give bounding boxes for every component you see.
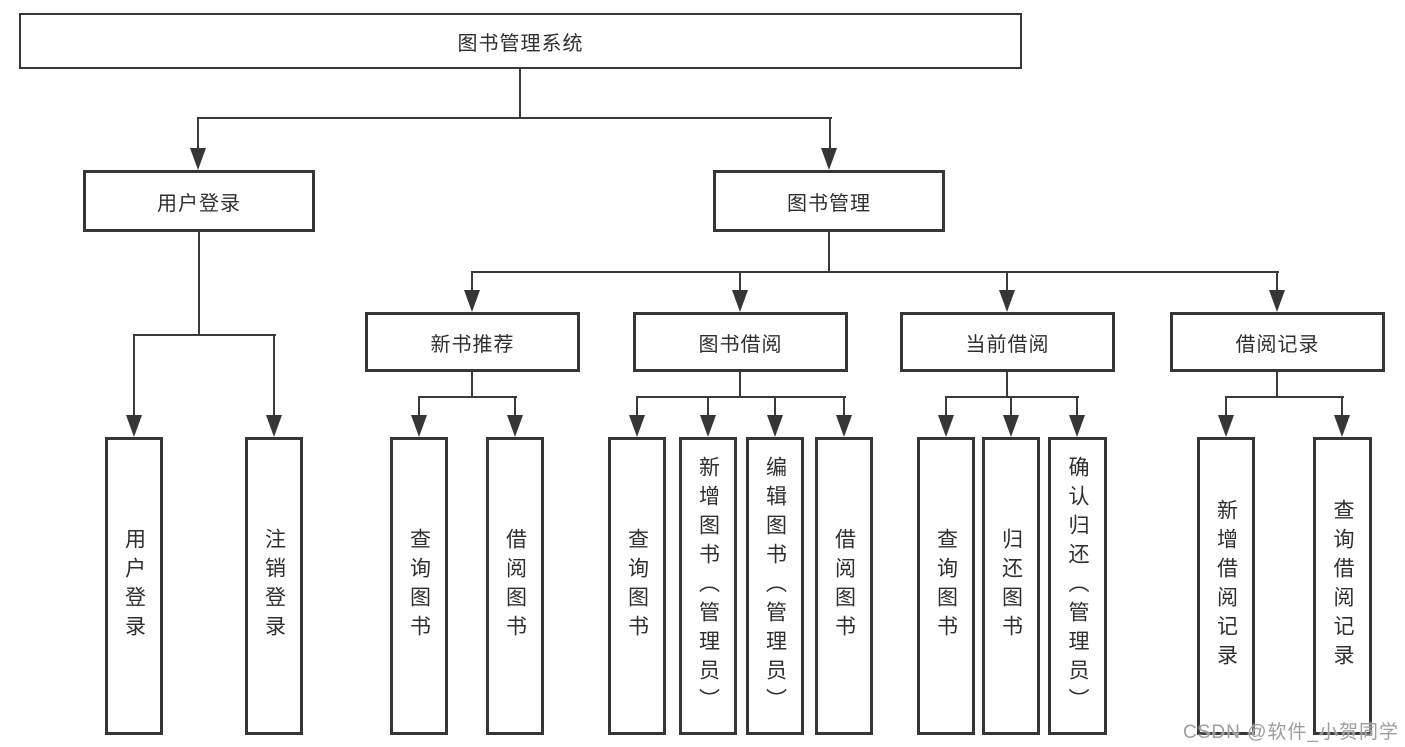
node-user-login: 用户登录 <box>83 170 315 232</box>
node-current-borrow-label: 当前借阅 <box>965 333 1050 356</box>
connector-line <box>739 372 741 398</box>
connector-line <box>707 396 709 417</box>
arrow-down-icon <box>126 415 142 437</box>
node-leaf-bb-add-books-admin: 新增图书（管理员） <box>679 437 737 735</box>
arrow-down-icon <box>1069 415 1085 437</box>
arrow-down-icon <box>700 415 716 437</box>
connector-line <box>774 396 776 417</box>
connector-line <box>198 232 200 336</box>
node-root-label: 图书管理系统 <box>457 32 584 55</box>
node-borrow-records-label: 借阅记录 <box>1235 333 1320 356</box>
arrow-down-icon <box>767 415 783 437</box>
connector-line <box>828 232 830 273</box>
connector-line <box>1225 396 1227 417</box>
connector-line <box>945 396 947 417</box>
connector-line <box>1276 372 1278 398</box>
node-leaf-logout-label: 注销登录 <box>262 528 286 644</box>
arrow-down-icon <box>938 415 954 437</box>
arrow-down-icon <box>266 415 282 437</box>
node-leaf-bb-borrow-books-label: 借阅图书 <box>832 528 856 644</box>
node-new-book-recommend-label: 新书推荐 <box>430 333 515 356</box>
node-book-management-label: 图书管理 <box>787 192 871 215</box>
connector-line <box>519 69 521 119</box>
arrow-down-icon <box>732 290 748 312</box>
node-leaf-nb-query-books: 查询图书 <box>390 437 448 735</box>
node-leaf-cb-query-books: 查询图书 <box>917 437 975 735</box>
node-leaf-cb-return-books-label: 归还图书 <box>999 528 1023 644</box>
connector-line <box>636 396 638 417</box>
connector-line <box>945 396 1079 398</box>
node-user-login-label: 用户登录 <box>157 192 241 215</box>
arrow-down-icon <box>1269 290 1285 312</box>
arrow-down-icon <box>999 290 1015 312</box>
node-leaf-logout: 注销登录 <box>245 437 303 735</box>
arrow-down-icon <box>1218 415 1234 437</box>
arrow-down-icon <box>411 415 427 437</box>
node-leaf-nb-borrow-books-label: 借阅图书 <box>503 528 527 644</box>
node-leaf-user-login: 用户登录 <box>105 437 163 735</box>
node-leaf-nb-borrow-books: 借阅图书 <box>486 437 544 735</box>
connector-line <box>843 396 845 417</box>
connector-line <box>514 396 516 417</box>
node-root: 图书管理系统 <box>19 13 1022 69</box>
node-leaf-cb-return-books: 归还图书 <box>982 437 1040 735</box>
connector-line <box>1006 372 1008 398</box>
connector-line <box>471 271 1279 273</box>
connector-line <box>1341 396 1343 417</box>
connector-line <box>829 117 831 150</box>
connector-line <box>471 372 473 398</box>
connector-line <box>1010 396 1012 417</box>
node-book-management: 图书管理 <box>713 170 945 232</box>
connector-line <box>1076 396 1078 417</box>
node-leaf-br-add-record-label: 新增借阅记录 <box>1214 499 1238 673</box>
connector-line <box>636 396 846 398</box>
node-leaf-bb-edit-books-admin: 编辑图书（管理员） <box>746 437 804 735</box>
connector-line <box>1006 271 1008 292</box>
node-leaf-cb-query-books-label: 查询图书 <box>934 528 958 644</box>
connector-line <box>133 334 276 336</box>
arrow-down-icon <box>1334 415 1350 437</box>
node-book-borrow: 图书借阅 <box>633 312 848 372</box>
arrow-down-icon <box>190 148 206 170</box>
node-book-borrow-label: 图书借阅 <box>698 333 783 356</box>
node-borrow-records: 借阅记录 <box>1170 312 1385 372</box>
connector-line <box>418 396 420 417</box>
connector-line <box>739 271 741 292</box>
node-leaf-cb-confirm-return-admin-label: 确认归还（管理员） <box>1066 455 1089 717</box>
node-leaf-br-add-record: 新增借阅记录 <box>1197 437 1255 735</box>
connector-line <box>133 334 135 417</box>
node-leaf-bb-edit-books-admin-label: 编辑图书（管理员） <box>763 455 787 717</box>
arrow-down-icon <box>1003 415 1019 437</box>
node-leaf-br-query-record: 查询借阅记录 <box>1313 437 1372 735</box>
connector-line <box>1276 271 1278 292</box>
node-leaf-user-login-label: 用户登录 <box>122 528 146 644</box>
connector-line <box>418 396 517 398</box>
node-leaf-bb-add-books-admin-label: 新增图书（管理员） <box>696 455 720 717</box>
node-leaf-bb-query-books-label: 查询图书 <box>625 528 649 644</box>
csdn-watermark: CSDN @软件_小贺同学 <box>1183 722 1399 743</box>
connector-line <box>197 117 199 150</box>
connector-line <box>197 117 832 119</box>
node-leaf-bb-borrow-books: 借阅图书 <box>815 437 873 735</box>
arrow-down-icon <box>629 415 645 437</box>
connector-line <box>471 271 473 292</box>
arrow-down-icon <box>507 415 523 437</box>
node-new-book-recommend: 新书推荐 <box>365 312 580 372</box>
connector-line <box>273 334 275 417</box>
node-leaf-nb-query-books-label: 查询图书 <box>407 528 431 644</box>
connector-line <box>1225 396 1344 398</box>
node-leaf-br-query-record-label: 查询借阅记录 <box>1331 499 1354 673</box>
node-current-borrow: 当前借阅 <box>900 312 1115 372</box>
node-leaf-cb-confirm-return-admin: 确认归还（管理员） <box>1048 437 1107 735</box>
arrow-down-icon <box>821 148 837 170</box>
node-leaf-bb-query-books: 查询图书 <box>608 437 666 735</box>
arrow-down-icon <box>464 290 480 312</box>
arrow-down-icon <box>836 415 852 437</box>
